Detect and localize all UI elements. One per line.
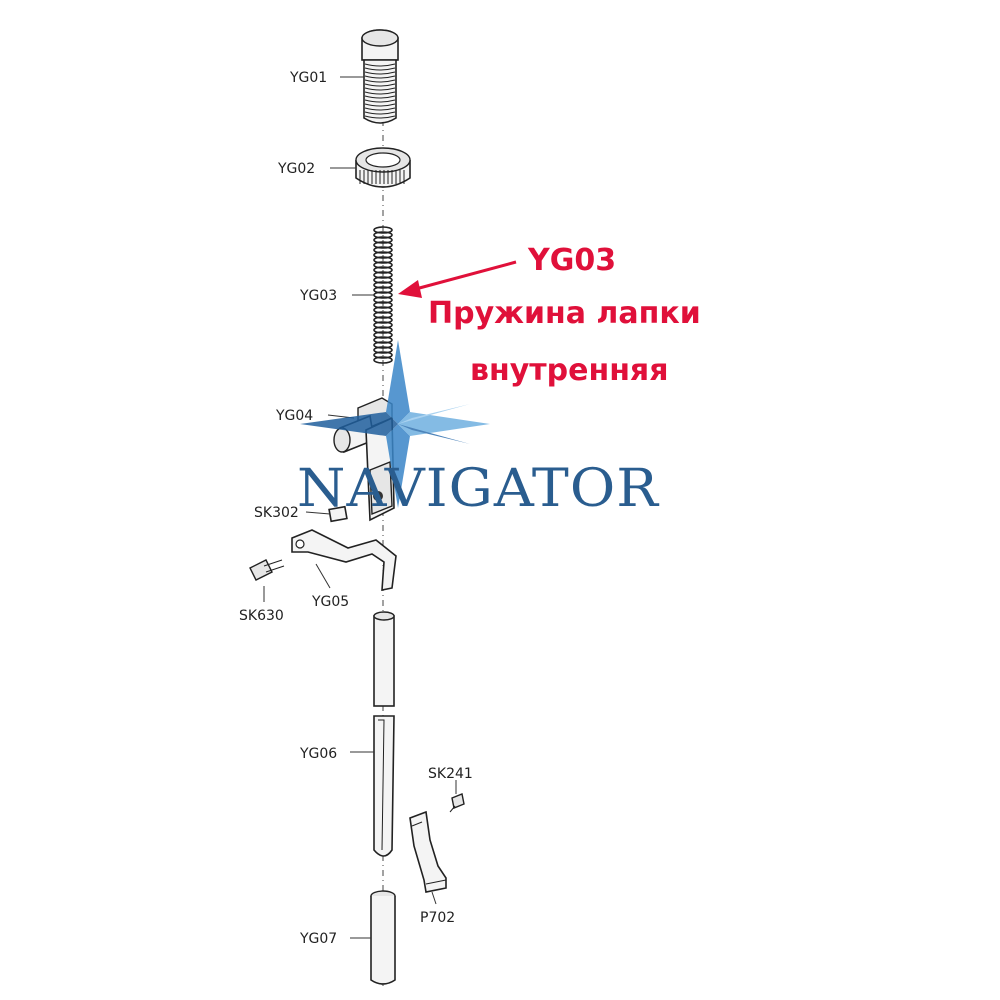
part-yg02: [355, 147, 411, 188]
part-yg01: [361, 29, 399, 124]
compass-star-logo: [300, 340, 490, 508]
label-yg01: YG01: [289, 70, 327, 86]
label-sk302: SK302: [254, 505, 299, 521]
part-sk630: [249, 559, 285, 581]
highlight-description-line2: внутренняя: [470, 353, 668, 388]
label-yg03: YG03: [299, 288, 337, 304]
watermark-text: NAVIGATOR: [297, 459, 660, 519]
label-yg06: YG06: [299, 746, 337, 762]
part-p702: [409, 810, 447, 893]
label-sk241: SK241: [428, 766, 473, 782]
part-yg03-spring: [373, 226, 393, 364]
label-yg05: YG05: [311, 594, 349, 610]
highlight-description-line1: Пружина лапки: [428, 296, 701, 331]
label-p702: P702: [420, 910, 455, 926]
label-yg02: YG02: [277, 161, 315, 177]
part-yg07: [370, 890, 396, 985]
label-yg07: YG07: [299, 931, 337, 947]
part-sk302: [328, 505, 348, 523]
part-yg06: [373, 611, 395, 857]
label-sk630: SK630: [239, 608, 284, 624]
part-sk241: [449, 793, 465, 813]
part-yg05: [291, 529, 397, 591]
highlight-arrow: [398, 260, 517, 298]
highlight-part-code: YG03: [527, 243, 616, 278]
label-yg04: YG04: [275, 408, 313, 424]
